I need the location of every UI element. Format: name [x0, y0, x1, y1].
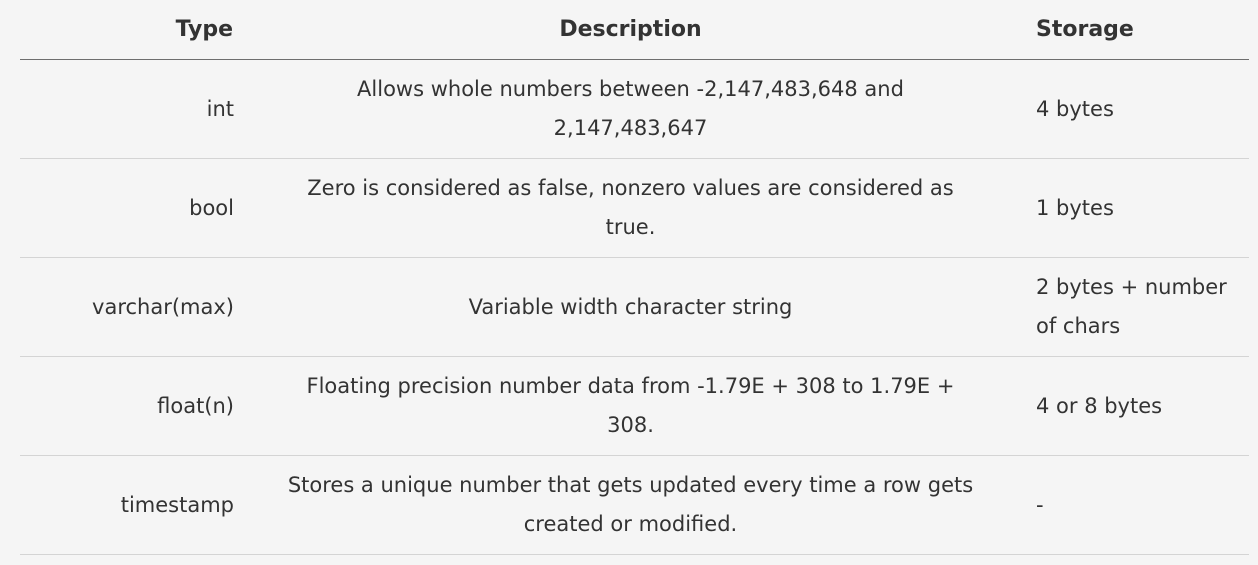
cell-type: float(n): [20, 356, 247, 456]
cell-description: Floating precision number data from -1.7…: [247, 356, 1014, 456]
header-type: Type: [20, 0, 247, 60]
header-description: Description: [247, 0, 1014, 60]
cell-description: Zero is considered as false, nonzero val…: [247, 158, 1014, 258]
table-row: float(n) Floating precision number data …: [20, 356, 1249, 456]
header-storage: Storage: [1014, 0, 1249, 60]
data-types-table: Type Description Storage int Allows whol…: [20, 0, 1249, 555]
cell-storage: -: [1014, 455, 1249, 555]
cell-description: Stores a unique number that gets updated…: [247, 455, 1014, 555]
cell-description: Variable width character string: [247, 257, 1014, 357]
cell-type: varchar(max): [20, 257, 247, 357]
cell-type: int: [20, 59, 247, 159]
table-body: int Allows whole numbers between -2,147,…: [20, 59, 1249, 555]
cell-storage: 4 or 8 bytes: [1014, 356, 1249, 456]
table-row: int Allows whole numbers between -2,147,…: [20, 59, 1249, 159]
cell-storage: 4 bytes: [1014, 59, 1249, 159]
table-row: bool Zero is considered as false, nonzer…: [20, 158, 1249, 258]
table-row: varchar(max) Variable width character st…: [20, 257, 1249, 357]
cell-type: bool: [20, 158, 247, 258]
header-row: Type Description Storage: [20, 0, 1249, 60]
cell-type: timestamp: [20, 455, 247, 555]
cell-storage: 1 bytes: [1014, 158, 1249, 258]
cell-description: Allows whole numbers between -2,147,483,…: [247, 59, 1014, 159]
table-row: timestamp Stores a unique number that ge…: [20, 455, 1249, 555]
table-header: Type Description Storage: [20, 0, 1249, 60]
cell-storage: 2 bytes + number of chars: [1014, 257, 1249, 357]
